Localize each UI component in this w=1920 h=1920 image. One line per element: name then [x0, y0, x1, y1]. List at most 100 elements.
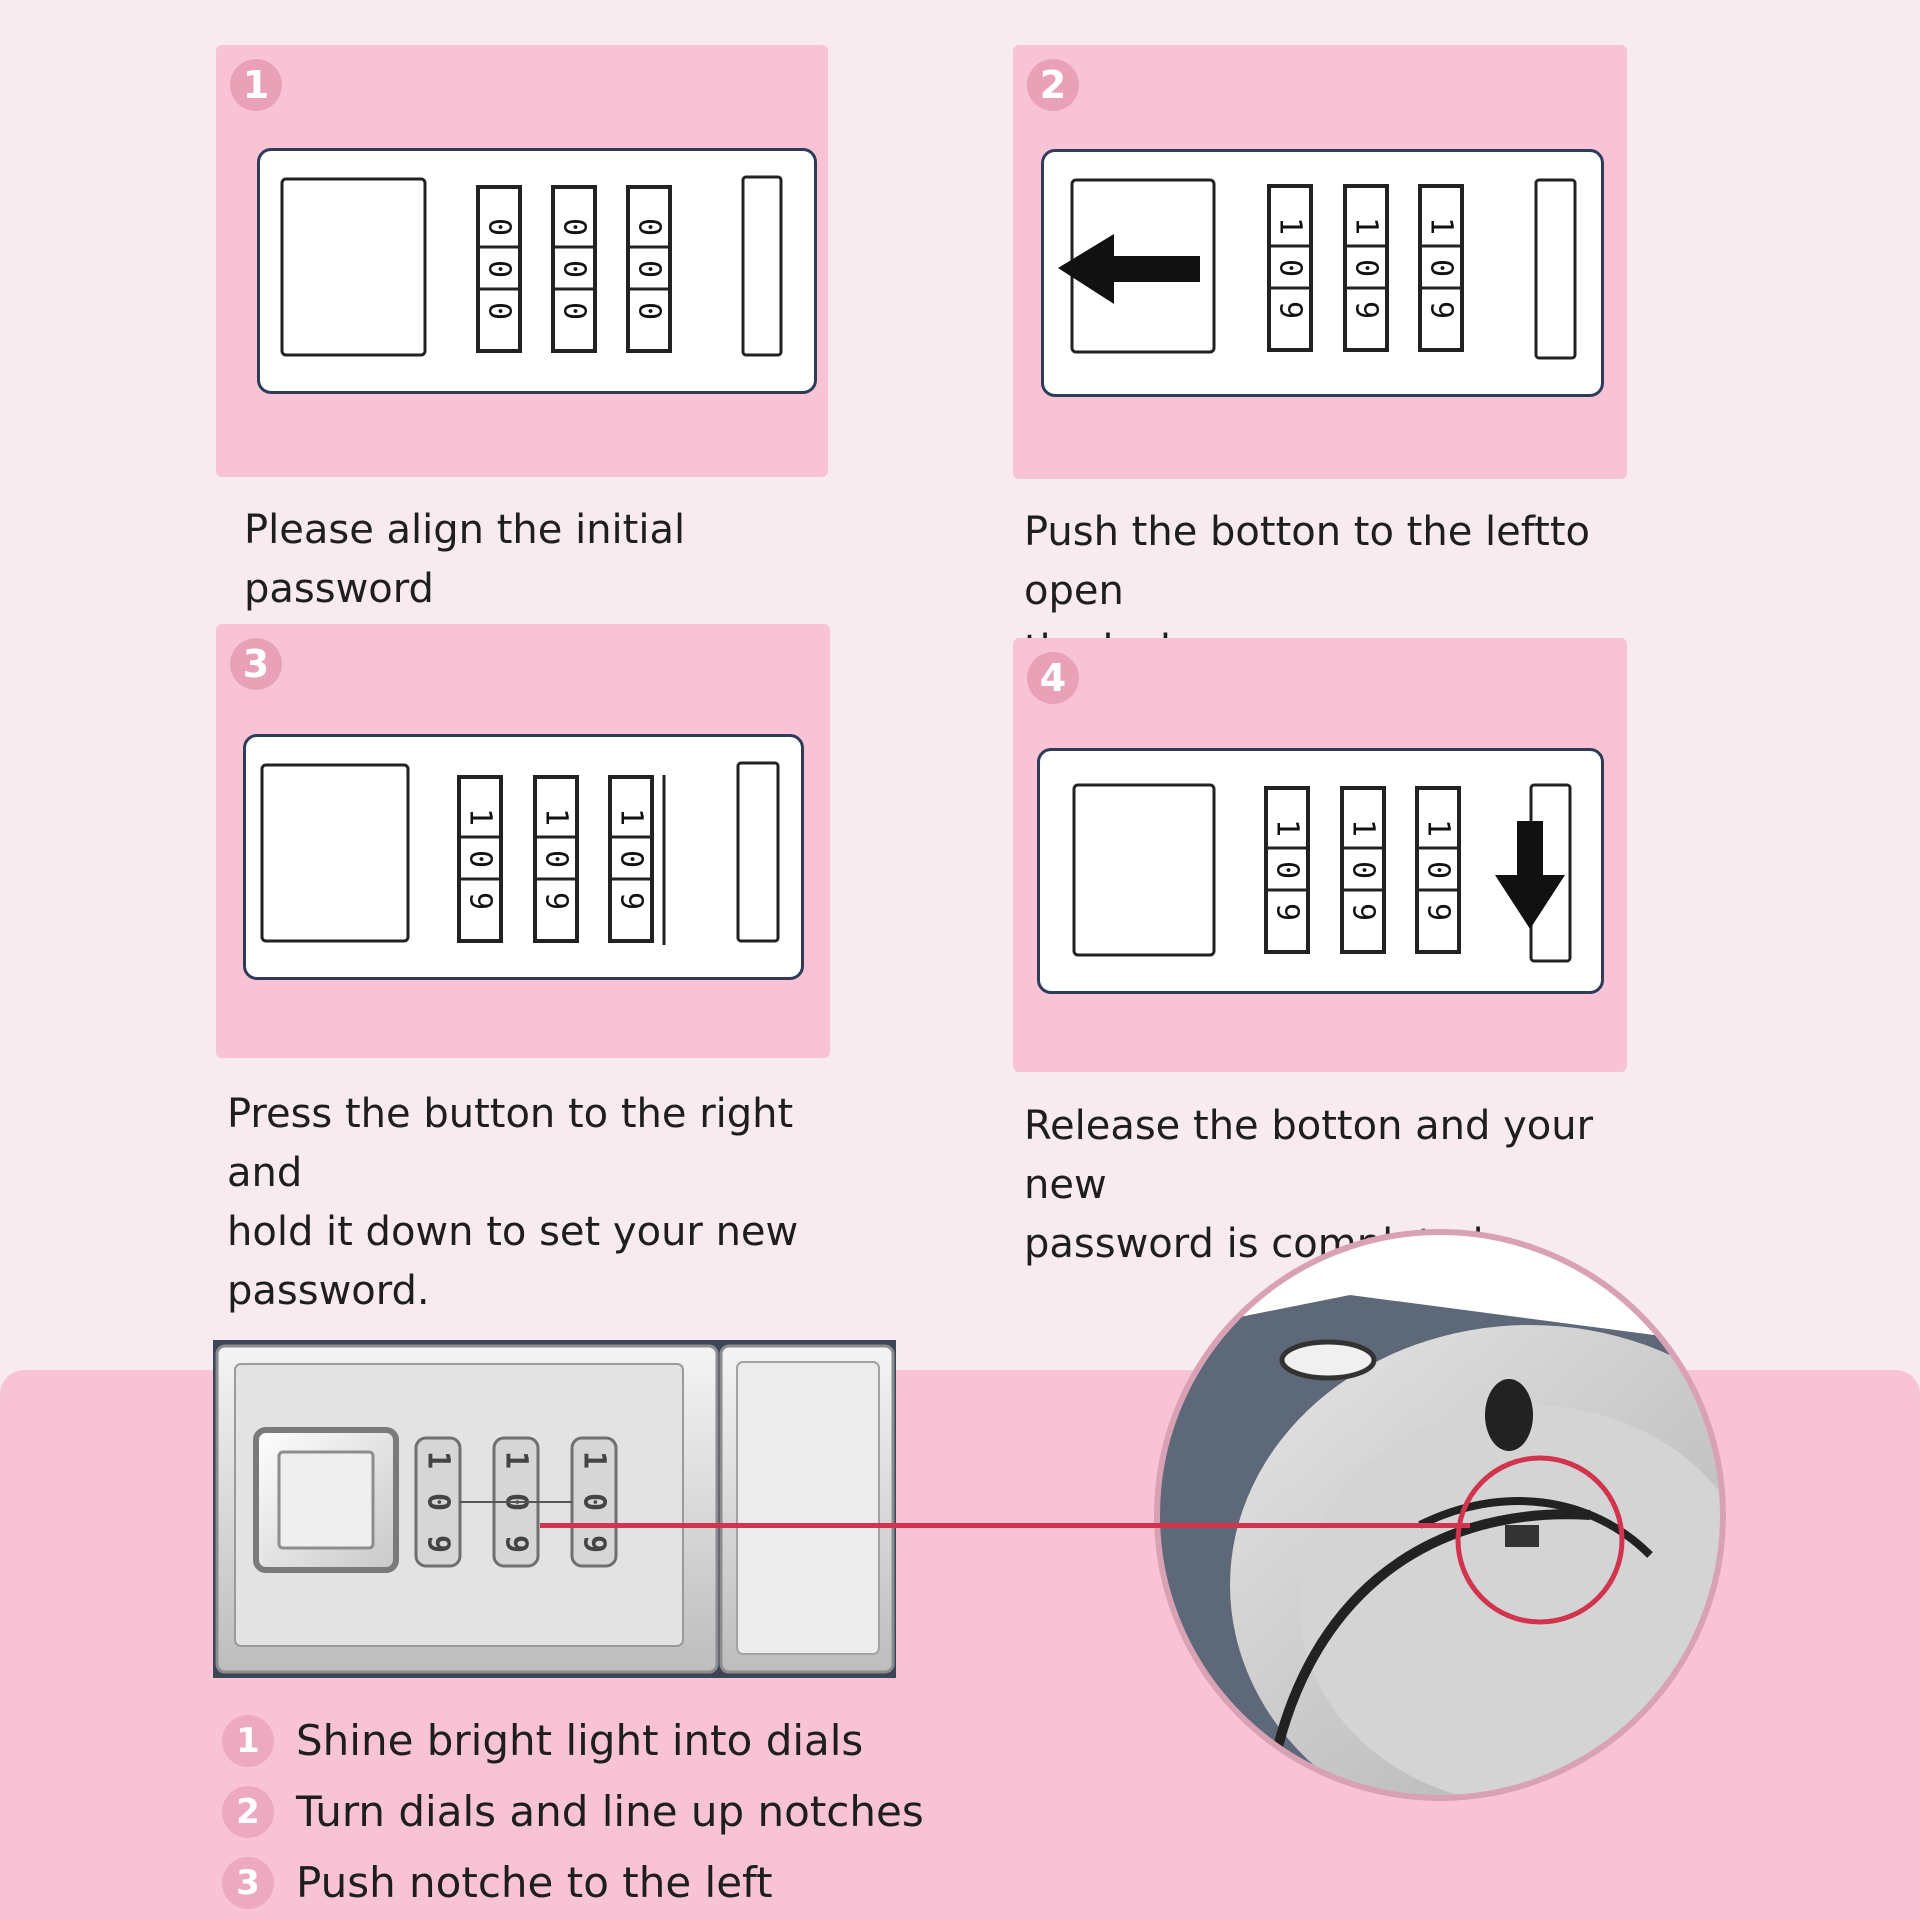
dial-wheel: 1 0 9 — [533, 775, 579, 943]
dial-digit: 0 — [1349, 259, 1384, 277]
dial-digit: 0 — [632, 260, 667, 278]
step-text: Turn dials and line up notches — [296, 1787, 924, 1836]
lock-square-button — [1072, 783, 1216, 957]
photo-dial-digit: 9 — [421, 1535, 456, 1553]
dial-wheel: 1 0 9 — [608, 775, 654, 943]
dial-digit: 0 — [1421, 861, 1456, 879]
dial-digit: 0 — [463, 850, 498, 868]
dial-digit: 0 — [482, 260, 517, 278]
dial-digit: 1 — [463, 808, 498, 826]
step-badge-3: 3 — [230, 638, 282, 690]
connector-line — [540, 1523, 1470, 1528]
dial-wheel: 0 0 0 — [626, 185, 672, 353]
dial-digit: 0 — [632, 302, 667, 320]
photo-dial-digit: 0 — [577, 1493, 612, 1511]
list-item: 1 Shine bright light into dials — [222, 1705, 924, 1776]
step-badge-2: 2 — [1027, 59, 1079, 111]
notch-zoom-drawing — [1154, 1229, 1726, 1801]
photo-dial-digit: 0 — [421, 1493, 456, 1511]
photo-dial-digit: 1 — [499, 1451, 534, 1469]
slide-button — [741, 175, 783, 357]
dial-digit: 0 — [1273, 259, 1308, 277]
dial-digit: 9 — [1424, 301, 1459, 319]
dial-wheel: 1 0 9 — [1264, 786, 1310, 954]
dial-digit: 9 — [1270, 903, 1305, 921]
notch-highlight-ring — [1455, 1455, 1625, 1625]
dial-digit: 0 — [1270, 861, 1305, 879]
dial-digit: 0 — [557, 302, 592, 320]
step-text: Push notche to the left — [296, 1858, 773, 1907]
slide-button — [736, 761, 780, 943]
dial-wheel: 109 — [1418, 184, 1464, 352]
lock-diagram-3: 1 0 9 1 0 9 1 0 9 — [243, 734, 804, 980]
dial-digit: 0 — [482, 218, 517, 236]
dial-digit: 9 — [614, 892, 649, 910]
dial-wheel: 1 0 9 — [1343, 184, 1389, 352]
list-item: 2 Turn dials and line up notches — [222, 1776, 924, 1847]
dial-digit: 9 — [1349, 301, 1384, 319]
step-number: 2 — [222, 1785, 274, 1838]
dial-wheel: 1 0 9 — [1415, 786, 1461, 954]
arrow-down-icon — [1495, 821, 1565, 929]
dial-digit: 9 — [1273, 301, 1308, 319]
dial-wheel: 1 0 9 — [457, 775, 503, 943]
lock-drawing-3: 1 0 9 1 0 9 1 0 9 — [260, 761, 780, 945]
lock-square-button — [260, 763, 410, 943]
dial-digit: 0 — [557, 260, 592, 278]
dial-digit: 1 — [1346, 819, 1381, 837]
dial-digit: 0 — [539, 850, 574, 868]
dial-digit: 1 — [1273, 217, 1308, 235]
photo-dial-wheel: 1 0 9 — [414, 1436, 462, 1568]
dial-wheel: 000 — [551, 185, 597, 353]
step-badge-4: 4 — [1027, 652, 1079, 704]
dial-group: 1 0 9 1 0 9 1 0 9 — [457, 775, 654, 943]
step-number: 3 — [222, 1856, 274, 1909]
lock-square-button — [280, 177, 427, 357]
dial-digit: 0 — [1346, 861, 1381, 879]
step-text: Shine bright light into dials — [296, 1716, 864, 1765]
step-panel-3: 3 1 0 9 1 0 9 1 0 9 Press the button to the righ… — [216, 624, 830, 1314]
dial-digit: 9 — [463, 892, 498, 910]
dial-digit: 1 — [1270, 819, 1305, 837]
photo-dial-wheel: 1 0 9 — [570, 1436, 618, 1568]
dial-digit: 1 — [539, 808, 574, 826]
dial-wheel: 0 0 0 — [476, 185, 522, 353]
dial-digit: 1 — [1349, 217, 1384, 235]
dial-digit: 9 — [539, 892, 574, 910]
arrow-left-icon — [1058, 234, 1200, 304]
dial-digit: 0 — [1424, 259, 1459, 277]
step-badge-1: 1 — [230, 59, 282, 111]
dial-digit: 1 — [614, 808, 649, 826]
photo-dial-digit: 1 — [577, 1451, 612, 1469]
photo-dial-digit: 1 — [421, 1451, 456, 1469]
step-caption-3: Press the button to the right and hold i… — [227, 1091, 799, 1314]
dial-digit: 1 — [1421, 819, 1456, 837]
dial-digit: 9 — [1421, 903, 1456, 921]
steps-list: 1 Shine bright light into dials 2 Turn d… — [222, 1705, 924, 1918]
dial-digit: 0 — [482, 302, 517, 320]
dial-digit: 0 — [614, 850, 649, 868]
list-item: 3 Push notche to the left — [222, 1847, 924, 1918]
dial-wheel: 1 0 9 — [1267, 184, 1313, 352]
photo-dial-digit: 9 — [499, 1535, 534, 1553]
dial-digit: 0 — [632, 218, 667, 236]
step-number: 1 — [222, 1714, 274, 1767]
dial-wheel: 109 — [1340, 786, 1386, 954]
photo-dial-digit: 9 — [577, 1535, 612, 1553]
slide-button — [1534, 178, 1577, 360]
